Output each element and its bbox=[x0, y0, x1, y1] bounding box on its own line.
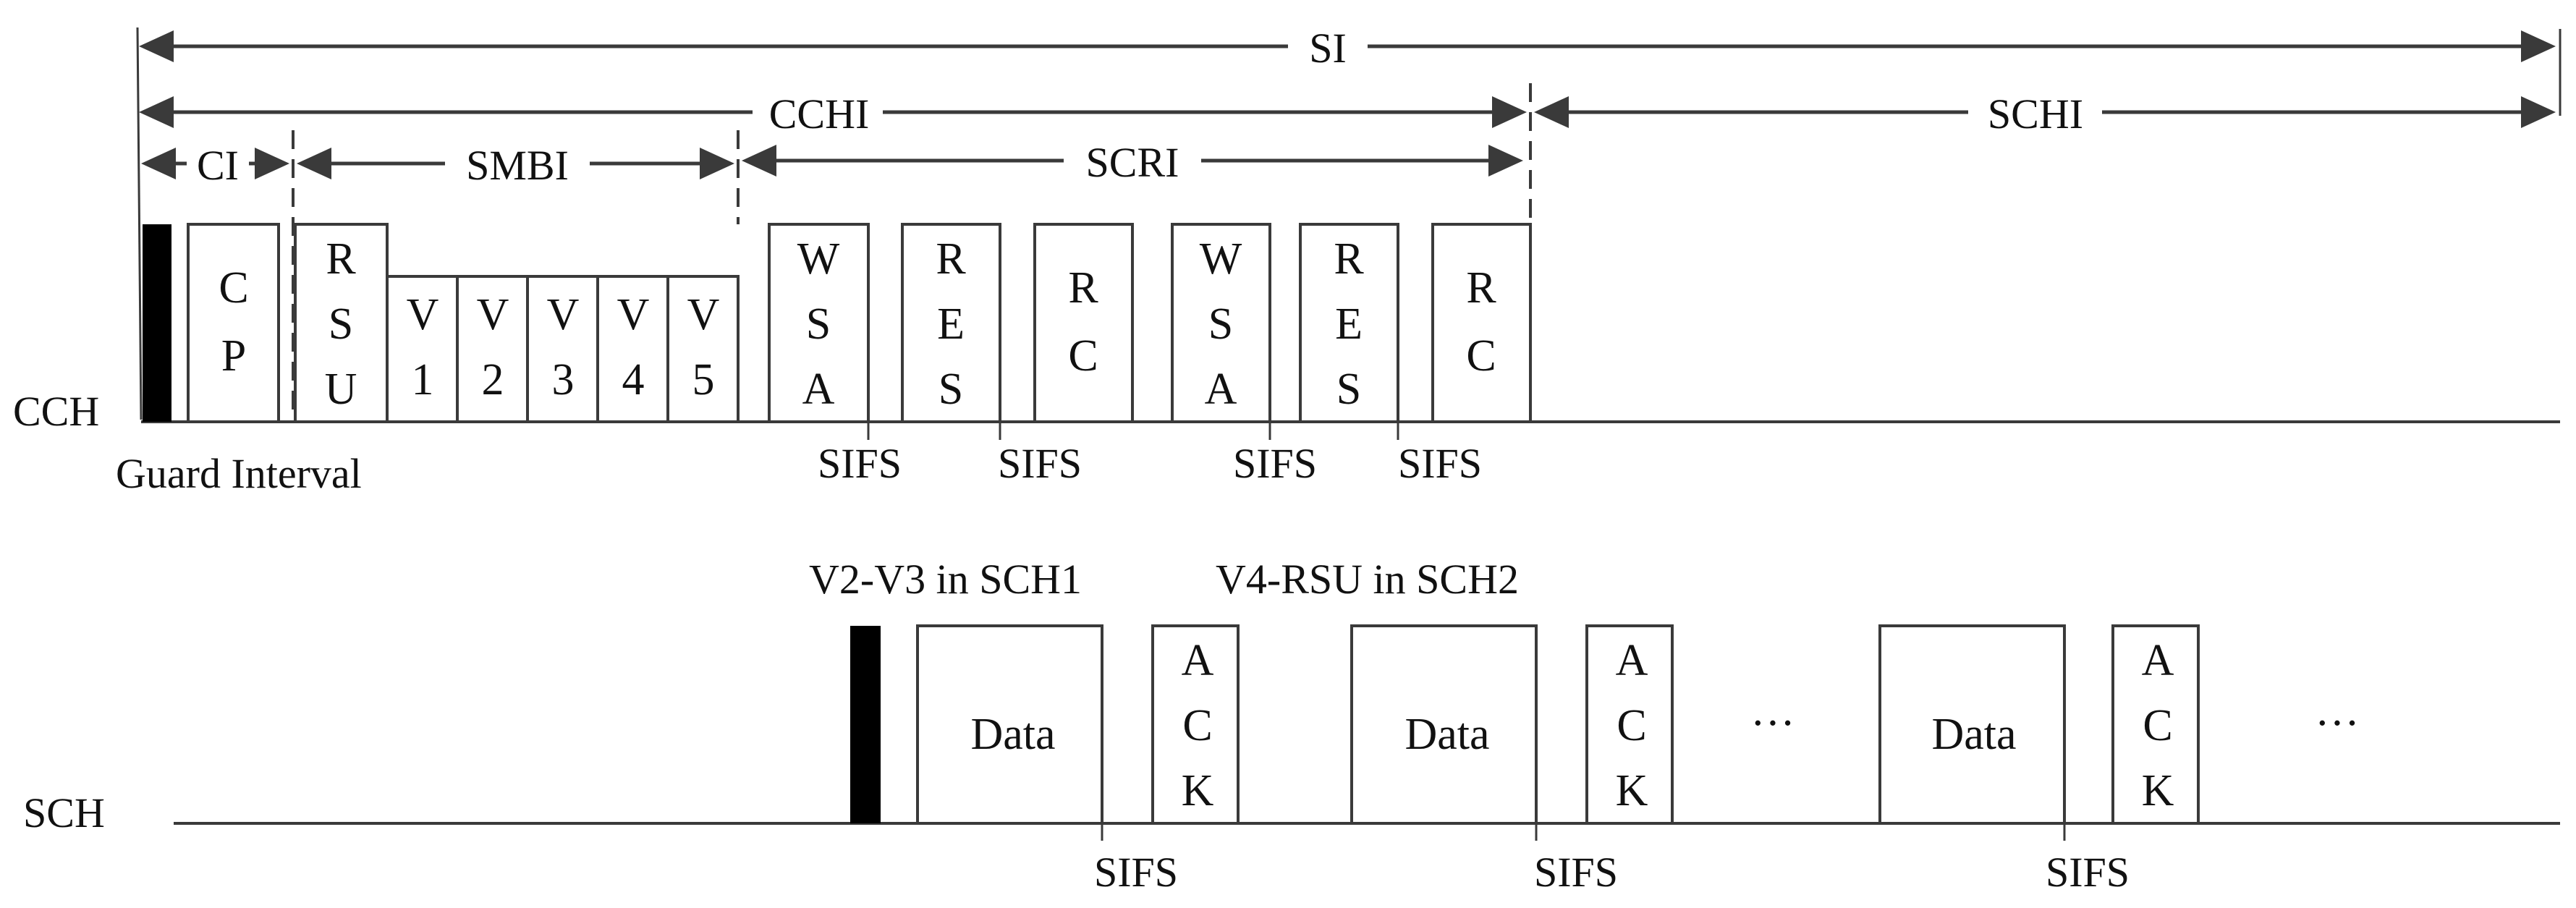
data-frame-1-label: Data bbox=[970, 710, 1055, 759]
ack-3-letter-2: C bbox=[2143, 701, 2172, 750]
schi-label: SCHI bbox=[1988, 90, 2083, 137]
cchi-label-bg bbox=[753, 88, 883, 136]
ack-frame-2 bbox=[1585, 624, 1674, 825]
wsa-1-letter-3: A bbox=[802, 365, 835, 414]
si-label-bg bbox=[1288, 22, 1368, 72]
ack-2-letter-1: A bbox=[1616, 636, 1648, 685]
rc-frame-2 bbox=[1431, 223, 1532, 423]
rc-2-letter-1: R bbox=[1466, 263, 1496, 313]
ack-1-letter-1: A bbox=[1182, 636, 1214, 685]
sch-guard-block bbox=[850, 626, 881, 823]
sch-label: SCH bbox=[23, 789, 105, 836]
rsu-letter-2: S bbox=[329, 300, 353, 349]
rc-1-letter-2: C bbox=[1068, 331, 1098, 381]
cchi-label: CCHI bbox=[769, 90, 870, 137]
res-2-letter-1: R bbox=[1334, 234, 1364, 284]
rc-frame-1 bbox=[1033, 223, 1134, 423]
ellipsis-2: ··· bbox=[2315, 699, 2360, 748]
wsa-frame-2 bbox=[1171, 223, 1271, 423]
v2-letter-2: 2 bbox=[482, 355, 504, 404]
rsu-letter-1: R bbox=[326, 234, 356, 284]
v3-letter-2: 3 bbox=[552, 355, 575, 404]
wsa-1-letter-2: S bbox=[806, 300, 831, 349]
cch-label: CCH bbox=[13, 388, 99, 435]
ack-frame-3 bbox=[2111, 624, 2200, 825]
wsa-2-letter-2: S bbox=[1208, 300, 1233, 349]
smbi-label: SMBI bbox=[466, 142, 569, 189]
data-frame-2-label: Data bbox=[1404, 710, 1489, 759]
ack-1-letter-3: K bbox=[1182, 766, 1214, 815]
data-frame-3-label: Data bbox=[1931, 710, 2016, 759]
sifs-label-sch-1: SIFS bbox=[1094, 849, 1178, 896]
cp-letter-2: P bbox=[221, 331, 246, 381]
sch1-caption: V2-V3 in SCH1 bbox=[809, 556, 1082, 603]
si-label: SI bbox=[1309, 25, 1347, 72]
res-frame-1 bbox=[901, 223, 1001, 423]
sifs-label-sch-3: SIFS bbox=[2046, 849, 2130, 896]
v1-letter-2: 1 bbox=[412, 355, 434, 404]
res-frame-2 bbox=[1299, 223, 1399, 423]
ack-2-letter-3: K bbox=[1616, 766, 1648, 815]
cp-letter-1: C bbox=[219, 263, 248, 313]
v3-frame bbox=[526, 275, 599, 423]
res-1-letter-3: S bbox=[939, 365, 963, 414]
ci-label: CI bbox=[197, 142, 239, 189]
wsa-1-letter-1: W bbox=[797, 234, 840, 284]
v4-letter-2: 4 bbox=[622, 355, 645, 404]
res-1-letter-2: E bbox=[937, 300, 965, 349]
cch-guard-block bbox=[143, 224, 171, 422]
scri-label-bg bbox=[1064, 137, 1201, 184]
v2-frame bbox=[456, 275, 529, 423]
rsu-frame bbox=[294, 223, 389, 423]
rc-2-letter-2: C bbox=[1466, 331, 1496, 381]
data-frame-2 bbox=[1350, 624, 1538, 825]
sifs-label-cch-4: SIFS bbox=[1398, 440, 1482, 487]
v5-letter-2: 5 bbox=[692, 355, 715, 404]
cp-frame bbox=[187, 223, 280, 423]
sifs-label-cch-3: SIFS bbox=[1233, 440, 1317, 487]
sifs-label-sch-2: SIFS bbox=[1534, 849, 1618, 896]
ack-3-letter-1: A bbox=[2142, 636, 2174, 685]
ack-1-letter-2: C bbox=[1182, 701, 1212, 750]
ci-label-bg bbox=[187, 140, 249, 187]
v3-letter-1: V bbox=[547, 290, 580, 339]
res-2-letter-2: E bbox=[1335, 300, 1363, 349]
res-2-letter-3: S bbox=[1336, 365, 1361, 414]
si-start-boundary bbox=[136, 27, 143, 420]
res-1-letter-1: R bbox=[936, 234, 966, 284]
rc-1-letter-1: R bbox=[1068, 263, 1098, 313]
ack-2-letter-2: C bbox=[1617, 701, 1646, 750]
smbi-label-bg bbox=[445, 140, 590, 187]
wsa-frame-1 bbox=[768, 223, 870, 423]
guard-interval-label: Guard Interval bbox=[116, 450, 362, 497]
wsa-2-letter-3: A bbox=[1205, 365, 1237, 414]
v1-letter-1: V bbox=[407, 290, 439, 339]
data-frame-3 bbox=[1878, 624, 2066, 825]
ack-3-letter-3: K bbox=[2142, 766, 2174, 815]
schi-label-bg bbox=[1968, 88, 2102, 136]
rsu-letter-3: U bbox=[325, 365, 357, 414]
ack-frame-1 bbox=[1151, 624, 1240, 825]
sifs-label-cch-1: SIFS bbox=[818, 440, 902, 487]
ellipsis-1: ··· bbox=[1750, 699, 1795, 748]
v2-letter-1: V bbox=[477, 290, 509, 339]
v5-frame bbox=[666, 275, 740, 423]
v4-letter-1: V bbox=[617, 290, 650, 339]
sifs-label-cch-2: SIFS bbox=[998, 440, 1082, 487]
sch2-caption: V4-RSU in SCH2 bbox=[1216, 556, 1519, 603]
scri-label: SCRI bbox=[1086, 139, 1179, 186]
wsa-2-letter-1: W bbox=[1200, 234, 1242, 284]
v5-letter-1: V bbox=[687, 290, 720, 339]
v1-frame bbox=[386, 275, 459, 423]
data-frame-1 bbox=[916, 624, 1103, 825]
